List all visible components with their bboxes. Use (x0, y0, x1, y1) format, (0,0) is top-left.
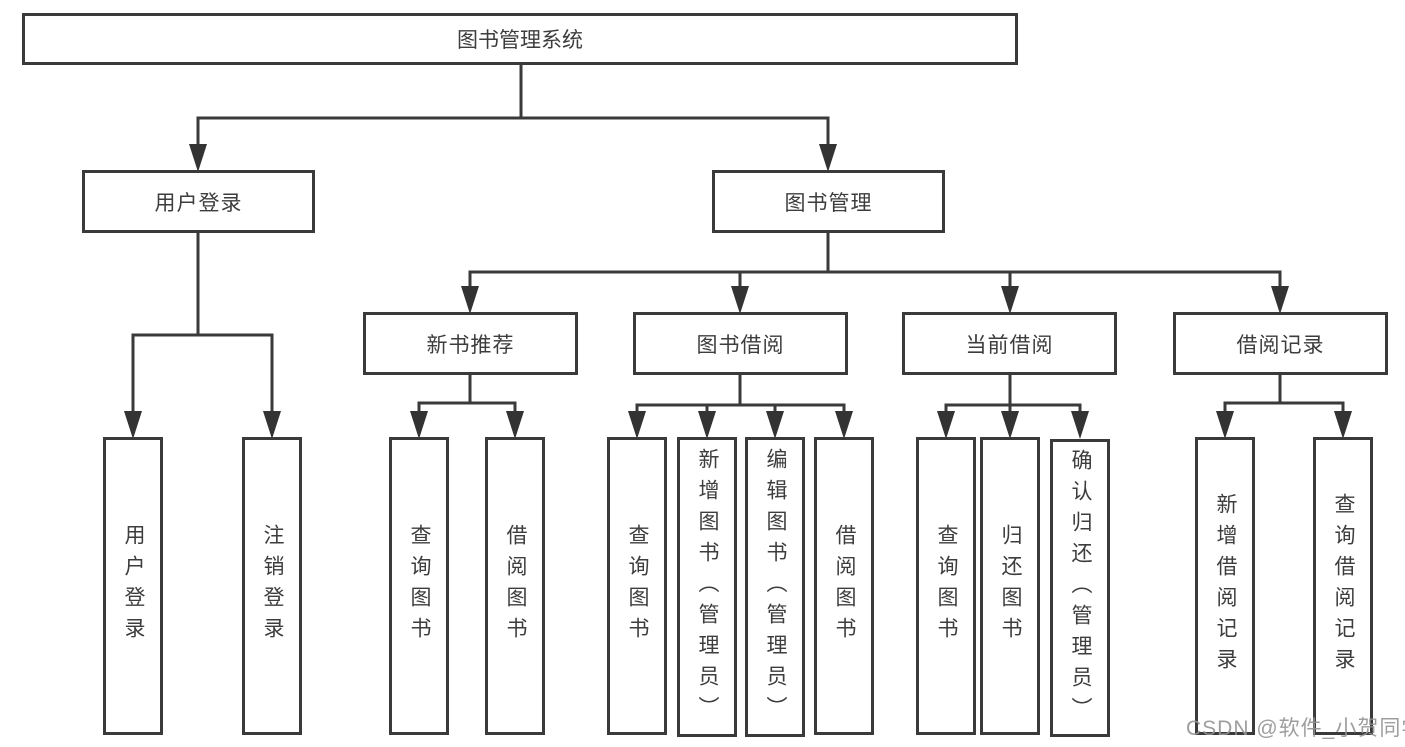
leaf-borrow-books-2: 借阅图书 (814, 437, 874, 735)
node-label: 借阅记录 (1236, 333, 1325, 357)
node-label: 用户登录 (154, 191, 243, 215)
node-label: 借阅图书 (833, 524, 856, 648)
leaf-edit-book-admin: 编辑图书（管理员） (745, 437, 805, 737)
node-label: 新增图书（管理员） (696, 447, 719, 727)
leaf-user-login: 用户登录 (103, 437, 163, 735)
node-label: 新书推荐 (426, 333, 515, 357)
node-label: 注销登录 (261, 524, 284, 648)
node-label: 查询借阅记录 (1332, 493, 1355, 679)
leaf-query-books-3: 查询图书 (916, 437, 976, 735)
node-label: 查询图书 (408, 524, 431, 648)
node-label: 图书管理系统 (457, 29, 583, 52)
leaf-return-books: 归还图书 (980, 437, 1040, 735)
node-current-borrowing: 当前借阅 (902, 312, 1117, 375)
node-borrowing-records: 借阅记录 (1173, 312, 1388, 375)
node-label: 归还图书 (999, 524, 1022, 648)
node-new-book-recommend: 新书推荐 (363, 312, 578, 375)
node-user-login: 用户登录 (82, 170, 315, 233)
node-label: 编辑图书（管理员） (764, 447, 787, 727)
node-label: 确认归还（管理员） (1069, 448, 1092, 728)
node-label: 图书借阅 (696, 333, 785, 357)
node-label: 查询图书 (626, 524, 649, 648)
leaf-add-borrow-record: 新增借阅记录 (1195, 437, 1255, 735)
leaf-query-borrow-record: 查询借阅记录 (1313, 437, 1373, 735)
node-label: 新增借阅记录 (1214, 493, 1237, 679)
node-book-borrowing: 图书借阅 (633, 312, 848, 375)
node-label: 图书管理 (784, 191, 873, 215)
node-book-management: 图书管理 (712, 170, 945, 233)
node-library-system: 图书管理系统 (22, 13, 1018, 65)
leaf-query-books-1: 查询图书 (389, 437, 449, 735)
leaf-query-books-2: 查询图书 (607, 437, 667, 735)
node-label: 用户登录 (122, 524, 145, 648)
leaf-borrow-books-1: 借阅图书 (485, 437, 545, 735)
leaf-add-book-admin: 新增图书（管理员） (677, 437, 737, 737)
node-label: 查询图书 (935, 524, 958, 648)
csdn-watermark: CSDN @软件_小贺同学 (1186, 717, 1405, 740)
node-label: 借阅图书 (504, 524, 527, 648)
leaf-confirm-return-admin: 确认归还（管理员） (1050, 439, 1110, 737)
node-label: 当前借阅 (965, 333, 1054, 357)
leaf-logout: 注销登录 (242, 437, 302, 735)
